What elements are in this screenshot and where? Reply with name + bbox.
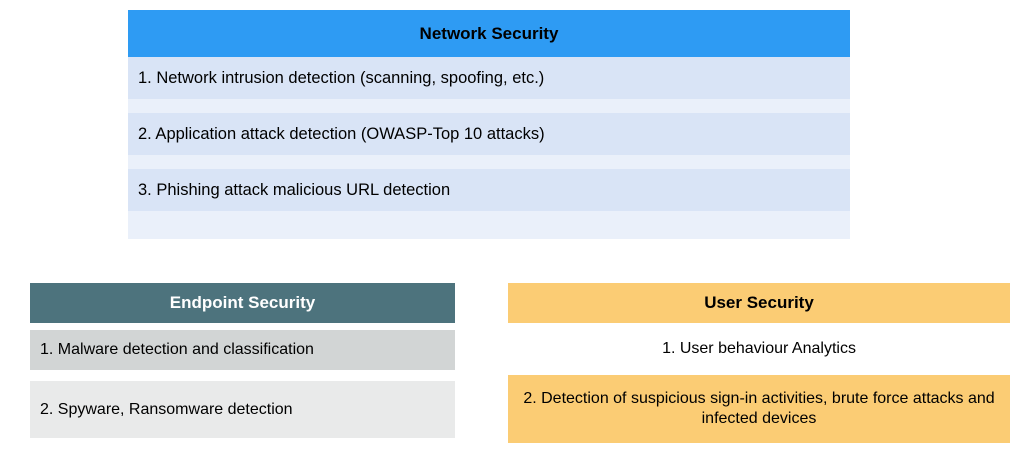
table-row: 1. Network intrusion detection (scanning…	[128, 57, 850, 99]
row-spacer	[128, 155, 850, 169]
user-security-header: User Security	[508, 283, 1010, 323]
network-security-table: Network Security 1. Network intrusion de…	[128, 10, 850, 239]
user-security-table: User Security 1. User behaviour Analytic…	[508, 283, 1010, 443]
endpoint-security-table: Endpoint Security 1. Malware detection a…	[30, 283, 455, 438]
table-row: 1. User behaviour Analytics	[508, 323, 1010, 375]
table-row: 1. Malware detection and classification	[30, 330, 455, 370]
network-security-header: Network Security	[128, 10, 850, 57]
row-spacer	[128, 99, 850, 113]
row-spacer	[30, 323, 455, 330]
table-row: 2. Spyware, Ransomware detection	[30, 381, 455, 438]
endpoint-security-header: Endpoint Security	[30, 283, 455, 323]
row-spacer	[30, 370, 455, 381]
table-footer-filler	[128, 211, 850, 239]
table-row: 2. Detection of suspicious sign-in activ…	[508, 375, 1010, 443]
table-row: 2. Application attack detection (OWASP-T…	[128, 113, 850, 155]
table-row: 3. Phishing attack malicious URL detecti…	[128, 169, 850, 211]
